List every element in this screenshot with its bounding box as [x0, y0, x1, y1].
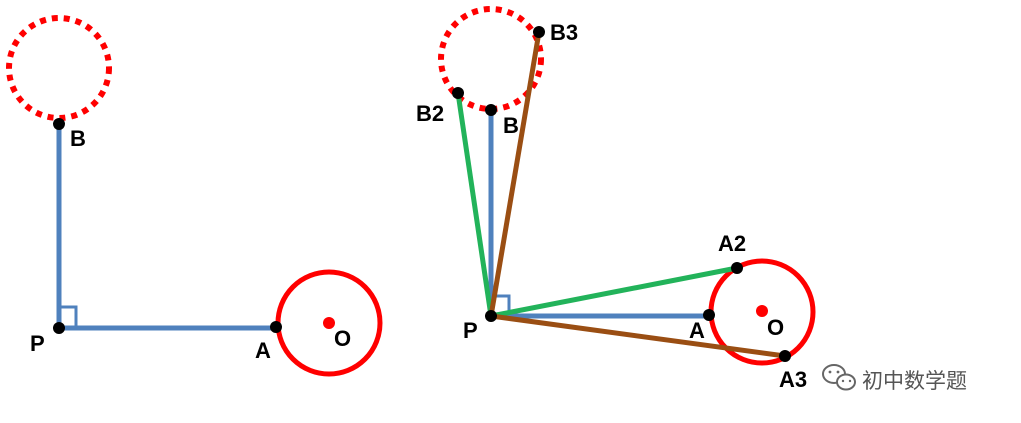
right-point-b3: [533, 26, 545, 38]
right-label-b2: B2: [416, 101, 444, 126]
right-point-a: [703, 309, 715, 321]
left-label-a: A: [255, 338, 271, 363]
right-label-a2: A2: [718, 231, 746, 256]
right-point-a3: [779, 350, 791, 362]
left-figure: B P A O: [6, 15, 383, 377]
right-point-b2: [452, 87, 464, 99]
segment-p-b2: [455, 92, 494, 317]
right-label-b: B: [503, 113, 519, 138]
right-label-a: A: [689, 318, 705, 343]
left-label-o: O: [334, 326, 351, 351]
left-point-p: [53, 322, 65, 334]
left-center-o: [323, 317, 335, 329]
right-label-o: O: [767, 315, 784, 340]
left-dashed-circle: [6, 15, 112, 121]
right-point-p: [485, 310, 497, 322]
right-point-b: [485, 104, 497, 116]
left-point-b: [53, 118, 65, 130]
segment-p-a3: [490, 313, 786, 359]
left-right-angle-marker: [59, 305, 78, 328]
left-label-b: B: [70, 126, 86, 151]
watermark-text: 初中数学题: [862, 369, 967, 393]
right-dashed-circle: [438, 6, 544, 112]
left-label-p: P: [30, 331, 45, 356]
right-right-angle-marker: [491, 294, 511, 316]
watermark: 初中数学题: [822, 364, 967, 393]
left-right-angle-segments: [56, 124, 276, 331]
right-label-b3: B3: [550, 20, 578, 45]
right-label-p: P: [463, 318, 478, 343]
left-point-a: [270, 321, 282, 333]
right-center-o: [756, 305, 768, 317]
right-label-a3: A3: [779, 367, 807, 392]
wechat-icon: [822, 364, 856, 391]
segment-p-a2: [490, 265, 738, 319]
right-point-a2: [731, 262, 743, 274]
right-figure: B B2 B3 P A A2 A3 O: [416, 6, 816, 392]
right-right-angle-segments: [488, 110, 709, 319]
segment-p-b3: [488, 31, 542, 317]
